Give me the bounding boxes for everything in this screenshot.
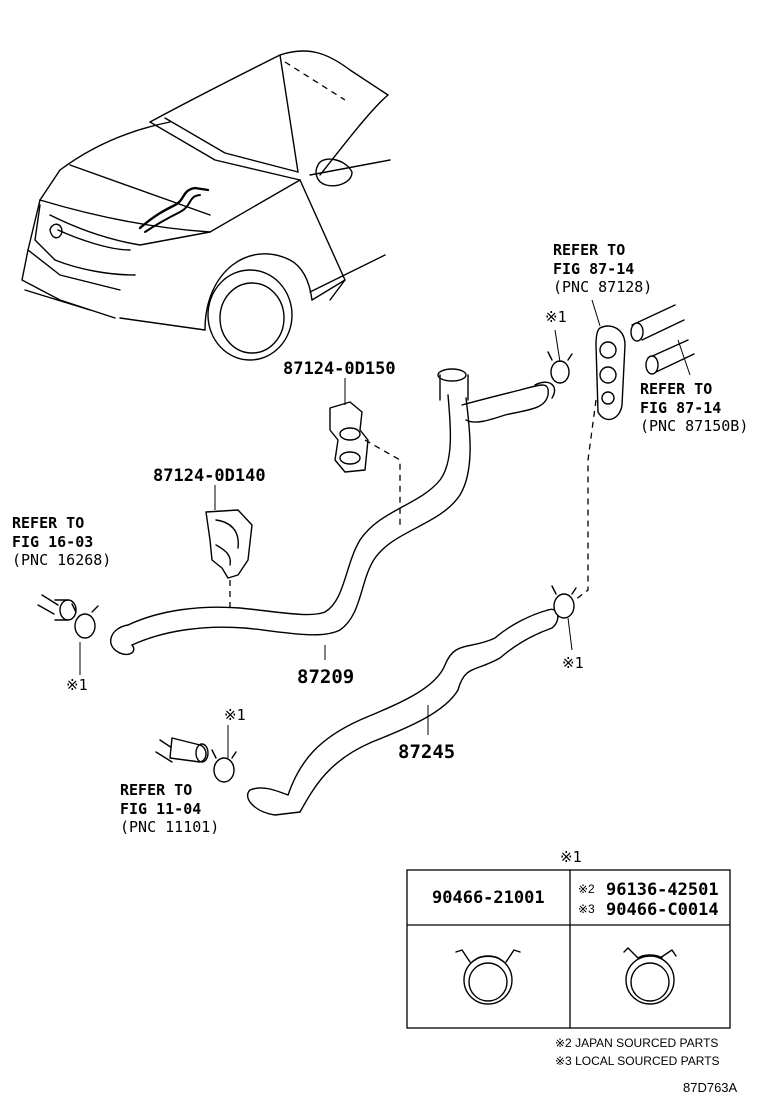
table-mark-3: ※3 [578,902,595,916]
leader-87128 [591,299,601,327]
table-part-90466-c0014: 90466-C0014 [606,900,719,920]
ref-87150b-line3: (PNC 87150B) [640,417,748,435]
leader-87150b [677,339,691,376]
marker-1-left: ※1 [66,676,88,694]
ref-11101-line2: FIG 11-04 [120,800,201,818]
ref-11101-line1: REFER TO [120,781,192,799]
part-87124-0d150: 87124-0D150 [283,359,396,379]
marker-1-bottom: ※1 [224,706,246,724]
spring-clamp-left [71,603,99,675]
note-japan-sourced: ※2 JAPAN SOURCED PARTS [555,1036,718,1050]
ref-16268-line3: (PNC 16268) [12,551,111,569]
fitting-pnc16268 [37,594,77,621]
clamp-87124-0D150 [329,401,401,525]
car-illustration [21,50,391,361]
fitting-pnc11101 [155,737,209,763]
ref-87150b-line1: REFER TO [640,380,712,398]
pipes-pnc87150b [630,304,695,375]
table-marker: ※1 [560,848,582,866]
ref-11101-line3: (PNC 11101) [120,818,219,836]
ref-87128-line1: REFER TO [553,241,625,259]
hose-87245 [247,608,559,816]
ref-16268-line1: REFER TO [12,514,84,532]
spring-clamp-top [547,329,573,384]
spring-clamp-bottom [211,725,237,783]
clip-icon-21001 [455,949,521,1005]
ref-87128-line2: FIG 87-14 [553,260,634,278]
ref-87150b-line2: FIG 87-14 [640,399,721,417]
table-part-96136-42501: 96136-42501 [606,880,719,900]
table-part-90466-21001: 90466-21001 [432,888,545,908]
hose-87209 [110,368,556,656]
clamp-87124-0D140 [205,509,253,612]
spring-clamp-right [551,585,577,651]
part-87245: 87245 [398,741,455,763]
clip-icon-42501 [623,947,677,1005]
ref-16268-line2: FIG 16-03 [12,533,93,551]
clip-parts-table: ※1 90466-21001 ※2 96136-42501 ※3 90466-C… [406,848,731,1029]
marker-1-right: ※1 [562,654,584,672]
bracket-pnc87128 [574,325,626,601]
figure-code: 87D763A [683,1080,738,1095]
marker-1-top: ※1 [545,308,567,326]
ref-87128-line3: (PNC 87128) [553,278,652,296]
note-local-sourced: ※3 LOCAL SOURCED PARTS [555,1054,720,1068]
table-mark-2: ※2 [578,882,595,896]
part-87124-0d140: 87124-0D140 [153,466,266,486]
part-87209: 87209 [297,666,354,688]
